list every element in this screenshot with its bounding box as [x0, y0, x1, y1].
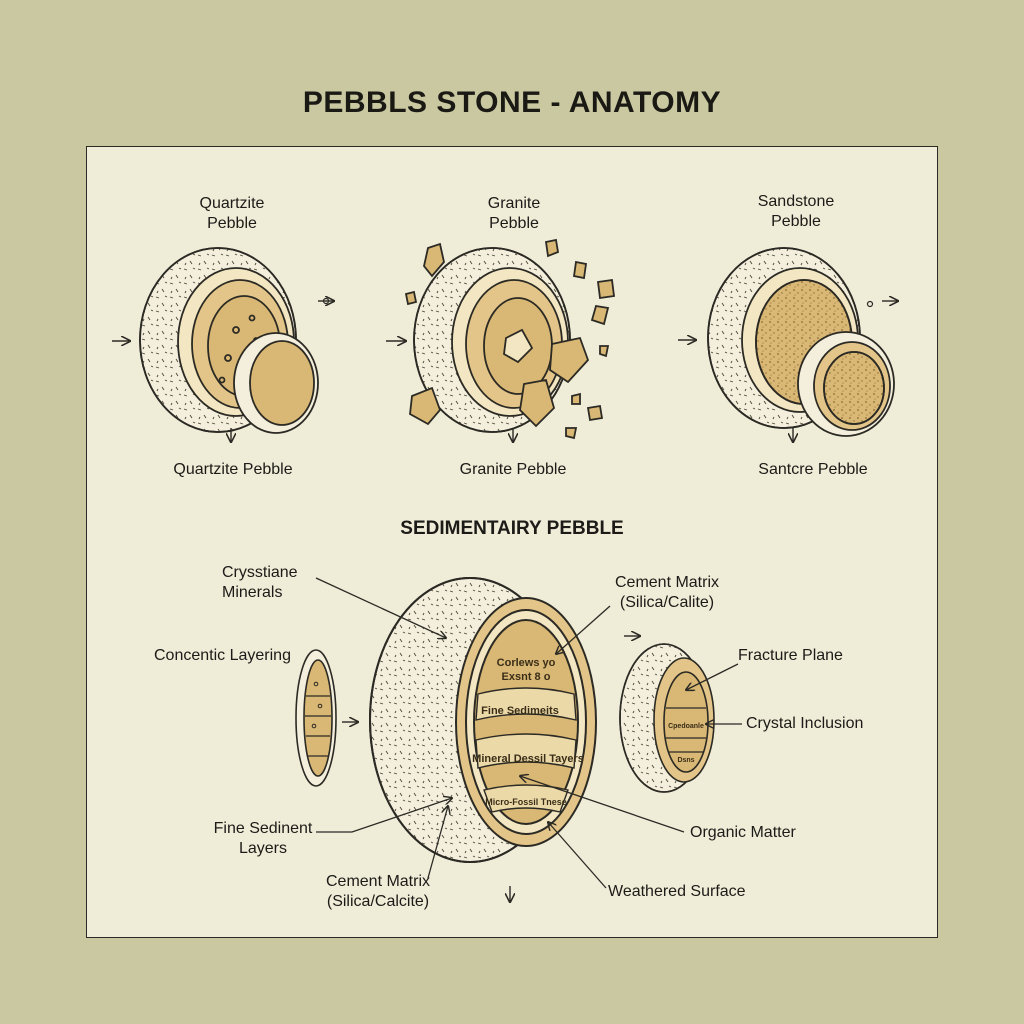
- granite-header: Granite Pebble: [487, 195, 541, 232]
- band-label: Corlews yo: [497, 657, 556, 669]
- leader-lines: [315, 577, 742, 889]
- label-crystalline-minerals: Crysstiane Minerals: [222, 564, 298, 601]
- section-title: SEDIMENTAIRY PEBBLE: [400, 518, 624, 539]
- band-label: Fine Sedimeits: [481, 705, 559, 717]
- quartzite-caption: Quartzite Pebble: [173, 461, 293, 478]
- label-fine-sediment-layers: Fine Sedinent Layers: [213, 820, 313, 857]
- sandstone-caption: Santcre Pebble: [758, 461, 868, 478]
- label-organic-matter: Organic Matter: [690, 824, 796, 841]
- sedimentary-pebble-illustration: Corlews yo Exsnt 8 o Fine Sedimeits Mine…: [369, 577, 597, 863]
- label-crystal-inclusion: Crystal Inclusion: [746, 715, 864, 732]
- band-label: Mineral Dessil Tayers: [472, 753, 584, 765]
- page-title: PEBBLS STONE - ANATOMY: [302, 86, 722, 119]
- label-weathered-surface: Weathered Surface: [608, 883, 746, 900]
- band-label: Micro-Fossil Tnese: [485, 797, 567, 807]
- bubble-icon: [322, 297, 330, 305]
- quartzite-header: Quartzite Pebble: [199, 195, 265, 232]
- band-label: Cpedoanle: [668, 723, 704, 730]
- label-cement-matrix-bottom: Cement Matrix (Silica/Calcite): [325, 873, 431, 910]
- granite-pebble-illustration: [404, 238, 616, 440]
- fracture-slice-illustration: Cpedoanle Dsns: [619, 643, 715, 793]
- granite-caption: Granite Pebble: [459, 461, 567, 478]
- sandstone-pebble-illustration: [707, 247, 895, 437]
- band-label: Exsnt 8 o: [502, 671, 551, 683]
- label-cement-matrix-top: Cement Matrix (Silica/Calite): [614, 574, 720, 611]
- sandstone-header: Sandstone Pebble: [757, 193, 835, 230]
- concentric-slice-illustration: [295, 649, 337, 787]
- quartzite-pebble-illustration: [139, 247, 319, 434]
- band-label: Dsns: [677, 757, 694, 764]
- bubble-icon: [866, 300, 874, 308]
- label-concentric-layering: Concentic Layering: [154, 647, 291, 664]
- label-fracture-plane: Fracture Plane: [738, 647, 843, 664]
